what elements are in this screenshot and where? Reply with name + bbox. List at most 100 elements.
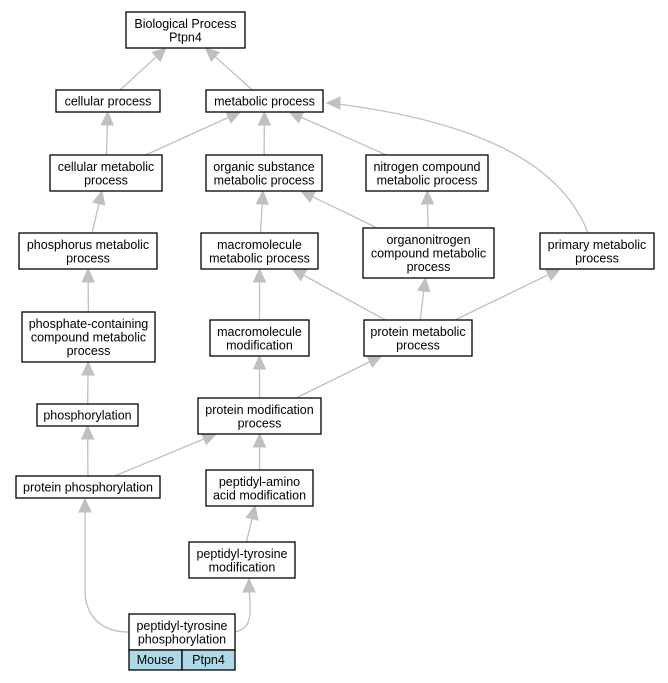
node-phosphorylation[interactable]: phosphorylation <box>36 403 139 427</box>
node-cellular-metabolic-process-label-line-1: cellular metabolic <box>58 160 155 174</box>
edge-peptidyl-tyrosine-phosphorylation-to-protein-phosphorylation <box>78 497 130 633</box>
edge-protein-phosphorylation-to-protein-modification-process-line <box>114 438 205 477</box>
edge-protein-modification-process-to-protein-metabolic-process-arrowhead <box>366 355 383 369</box>
legend-gene-cell <box>181 649 236 671</box>
node-bp-label-line-1: Biological Process <box>134 17 236 31</box>
node-nitrogen-compound-metabolic-process-box <box>365 154 489 192</box>
node-organonitrogen-compound-metabolic-process-label-line-2: compound metabolic <box>371 247 486 261</box>
node-peptidyl-tyrosine-modification-box <box>188 541 296 579</box>
edge-cellular-metabolic-process-to-metabolic-process-arrowhead <box>225 111 242 124</box>
node-peptidyl-tyrosine-phosphorylation-label-line-1: peptidyl-tyrosine <box>136 619 227 633</box>
edge-protein-modification-process-to-macromolecule-modification-arrowhead <box>252 354 267 370</box>
edges-layer <box>78 47 589 633</box>
edge-phosphate-containing-compound-metabolic-process-to-phosphorus-metabolic-process <box>81 267 95 313</box>
node-protein-modification-process-label-line-2: process <box>238 416 282 430</box>
node-nitrogen-compound-metabolic-process-label-line-1: nitrogen compound <box>373 160 480 174</box>
node-protein-modification-process-label-line-1: protein modification <box>205 403 313 417</box>
edge-organonitrogen-compound-metabolic-process-to-organic-substance-metabolic-process <box>299 190 378 229</box>
edge-protein-metabolic-process-to-macromolecule-metabolic-process-line <box>303 274 386 321</box>
edge-protein-phosphorylation-to-protein-modification-process <box>114 432 218 477</box>
node-macromolecule-modification-label-line-2: modification <box>226 338 293 352</box>
node-peptidyl-tyrosine-modification-label-line-1: peptidyl-tyrosine <box>196 547 287 561</box>
node-protein-phosphorylation[interactable]: protein phosphorylation <box>15 475 161 499</box>
node-organic-substance-metabolic-process-box <box>205 154 323 192</box>
edge-organonitrogen-compound-metabolic-process-to-organic-substance-metabolic-process-arrowhead <box>299 190 317 204</box>
edge-protein-metabolic-process-to-primary-metabolic-process-arrowhead <box>544 268 562 282</box>
edge-macromolecule-metabolic-process-to-organic-substance-metabolic-process-line <box>259 203 263 234</box>
node-protein-metabolic-process-label-line-2: process <box>396 338 440 352</box>
node-peptidyl-amino-acid-modification-label-line-2: acid modification <box>213 488 306 502</box>
node-organic-substance-metabolic-process-label-line-2: metabolic process <box>214 173 315 187</box>
edge-peptidyl-tyrosine-modification-to-peptidyl-amino-acid-modification <box>245 504 259 543</box>
edge-phosphorus-metabolic-process-to-cellular-metabolic-process-arrowhead <box>92 189 106 206</box>
edge-protein-metabolic-process-to-organonitrogen-compound-metabolic-process-arrowhead <box>417 276 431 293</box>
edge-metabolic-process-to-bp-arrowhead <box>204 47 221 63</box>
edge-protein-modification-process-to-protein-metabolic-process <box>295 355 383 399</box>
node-macromolecule-modification-box <box>209 319 310 357</box>
edge-protein-metabolic-process-to-macromolecule-metabolic-process-arrowhead <box>291 268 308 282</box>
node-organonitrogen-compound-metabolic-process-label-line-3: process <box>407 260 451 274</box>
edge-protein-phosphorylation-to-phosphorylation <box>80 424 95 477</box>
node-cellular-process-label-line-1: cellular process <box>65 95 152 109</box>
node-organonitrogen-compound-metabolic-process-label-line-1: organonitrogen <box>386 233 470 247</box>
edge-cellular-metabolic-process-to-cellular-process-arrowhead <box>100 110 115 126</box>
edge-nitrogen-compound-metabolic-process-to-metabolic-process-line <box>300 116 387 156</box>
edge-protein-metabolic-process-to-primary-metabolic-process-line <box>454 274 549 321</box>
node-peptidyl-tyrosine-phosphorylation-box <box>128 613 236 651</box>
edge-cellular-process-to-bp-line <box>119 56 157 91</box>
edge-primary-metabolic-process-to-metabolic-process <box>325 96 589 234</box>
edge-peptidyl-tyrosine-phosphorylation-to-protein-phosphorylation-arrowhead <box>78 497 92 513</box>
edge-peptidyl-tyrosine-modification-to-peptidyl-amino-acid-modification-line <box>245 518 253 543</box>
edge-macromolecule-modification-to-macromolecule-metabolic-process-arrowhead <box>252 267 267 283</box>
edge-organic-substance-metabolic-process-to-metabolic-process <box>257 110 272 156</box>
node-cellular-process[interactable]: cellular process <box>55 89 161 113</box>
node-organic-substance-metabolic-process-label-line-1: organic substance <box>213 160 315 174</box>
node-protein-phosphorylation-box <box>15 475 161 499</box>
node-primary-metabolic-process-label-line-1: primary metabolic <box>548 238 647 252</box>
node-phosphate-containing-compound-metabolic-process-box <box>21 311 156 363</box>
node-peptidyl-amino-acid-modification-label-line-1: peptidyl-amino <box>219 475 300 489</box>
node-macromolecule-modification-label-line-1: macromolecule <box>217 325 302 339</box>
node-organonitrogen-compound-metabolic-process-box <box>362 227 495 279</box>
legend-gene-label: Ptpn4 <box>192 653 225 667</box>
edge-phosphate-containing-compound-metabolic-process-to-phosphorus-metabolic-process-arrowhead <box>81 267 95 283</box>
edge-macromolecule-metabolic-process-to-organic-substance-metabolic-process-arrowhead <box>255 189 269 205</box>
node-peptidyl-tyrosine-modification-label-line-2: modification <box>209 560 276 574</box>
edge-organonitrogen-compound-metabolic-process-to-nitrogen-compound-metabolic-process <box>420 189 435 229</box>
node-cellular-process-box <box>55 89 161 113</box>
edge-protein-phosphorylation-to-protein-modification-process-arrowhead <box>200 432 218 446</box>
node-bp-label-line-2: Ptpn4 <box>169 30 202 44</box>
edge-protein-modification-process-to-protein-metabolic-process-line <box>295 361 371 399</box>
edge-phosphorylation-to-phosphate-containing-compound-metabolic-process-arrowhead <box>81 360 95 376</box>
edge-macromolecule-metabolic-process-to-organic-substance-metabolic-process <box>255 189 269 234</box>
node-peptidyl-amino-acid-modification-box <box>205 469 314 507</box>
node-primary-metabolic-process-box <box>539 232 655 270</box>
edge-organic-substance-metabolic-process-to-metabolic-process-arrowhead <box>257 110 272 126</box>
edge-cellular-metabolic-process-to-metabolic-process <box>145 111 242 156</box>
edge-protein-phosphorylation-to-phosphorylation-arrowhead <box>80 424 95 440</box>
node-peptidyl-tyrosine-phosphorylation-label-line-2: phosphorylation <box>138 632 226 646</box>
node-phosphate-containing-compound-metabolic-process-label-line-3: process <box>67 344 111 358</box>
edge-cellular-process-to-bp-arrowhead <box>151 47 167 63</box>
node-metabolic-process[interactable]: metabolic process <box>205 89 324 113</box>
node-phosphorus-metabolic-process-label-line-1: phosphorus metabolic <box>27 238 149 252</box>
edge-primary-metabolic-process-to-metabolic-process-line <box>329 102 589 234</box>
edge-phosphorus-metabolic-process-to-cellular-metabolic-process <box>91 189 106 234</box>
